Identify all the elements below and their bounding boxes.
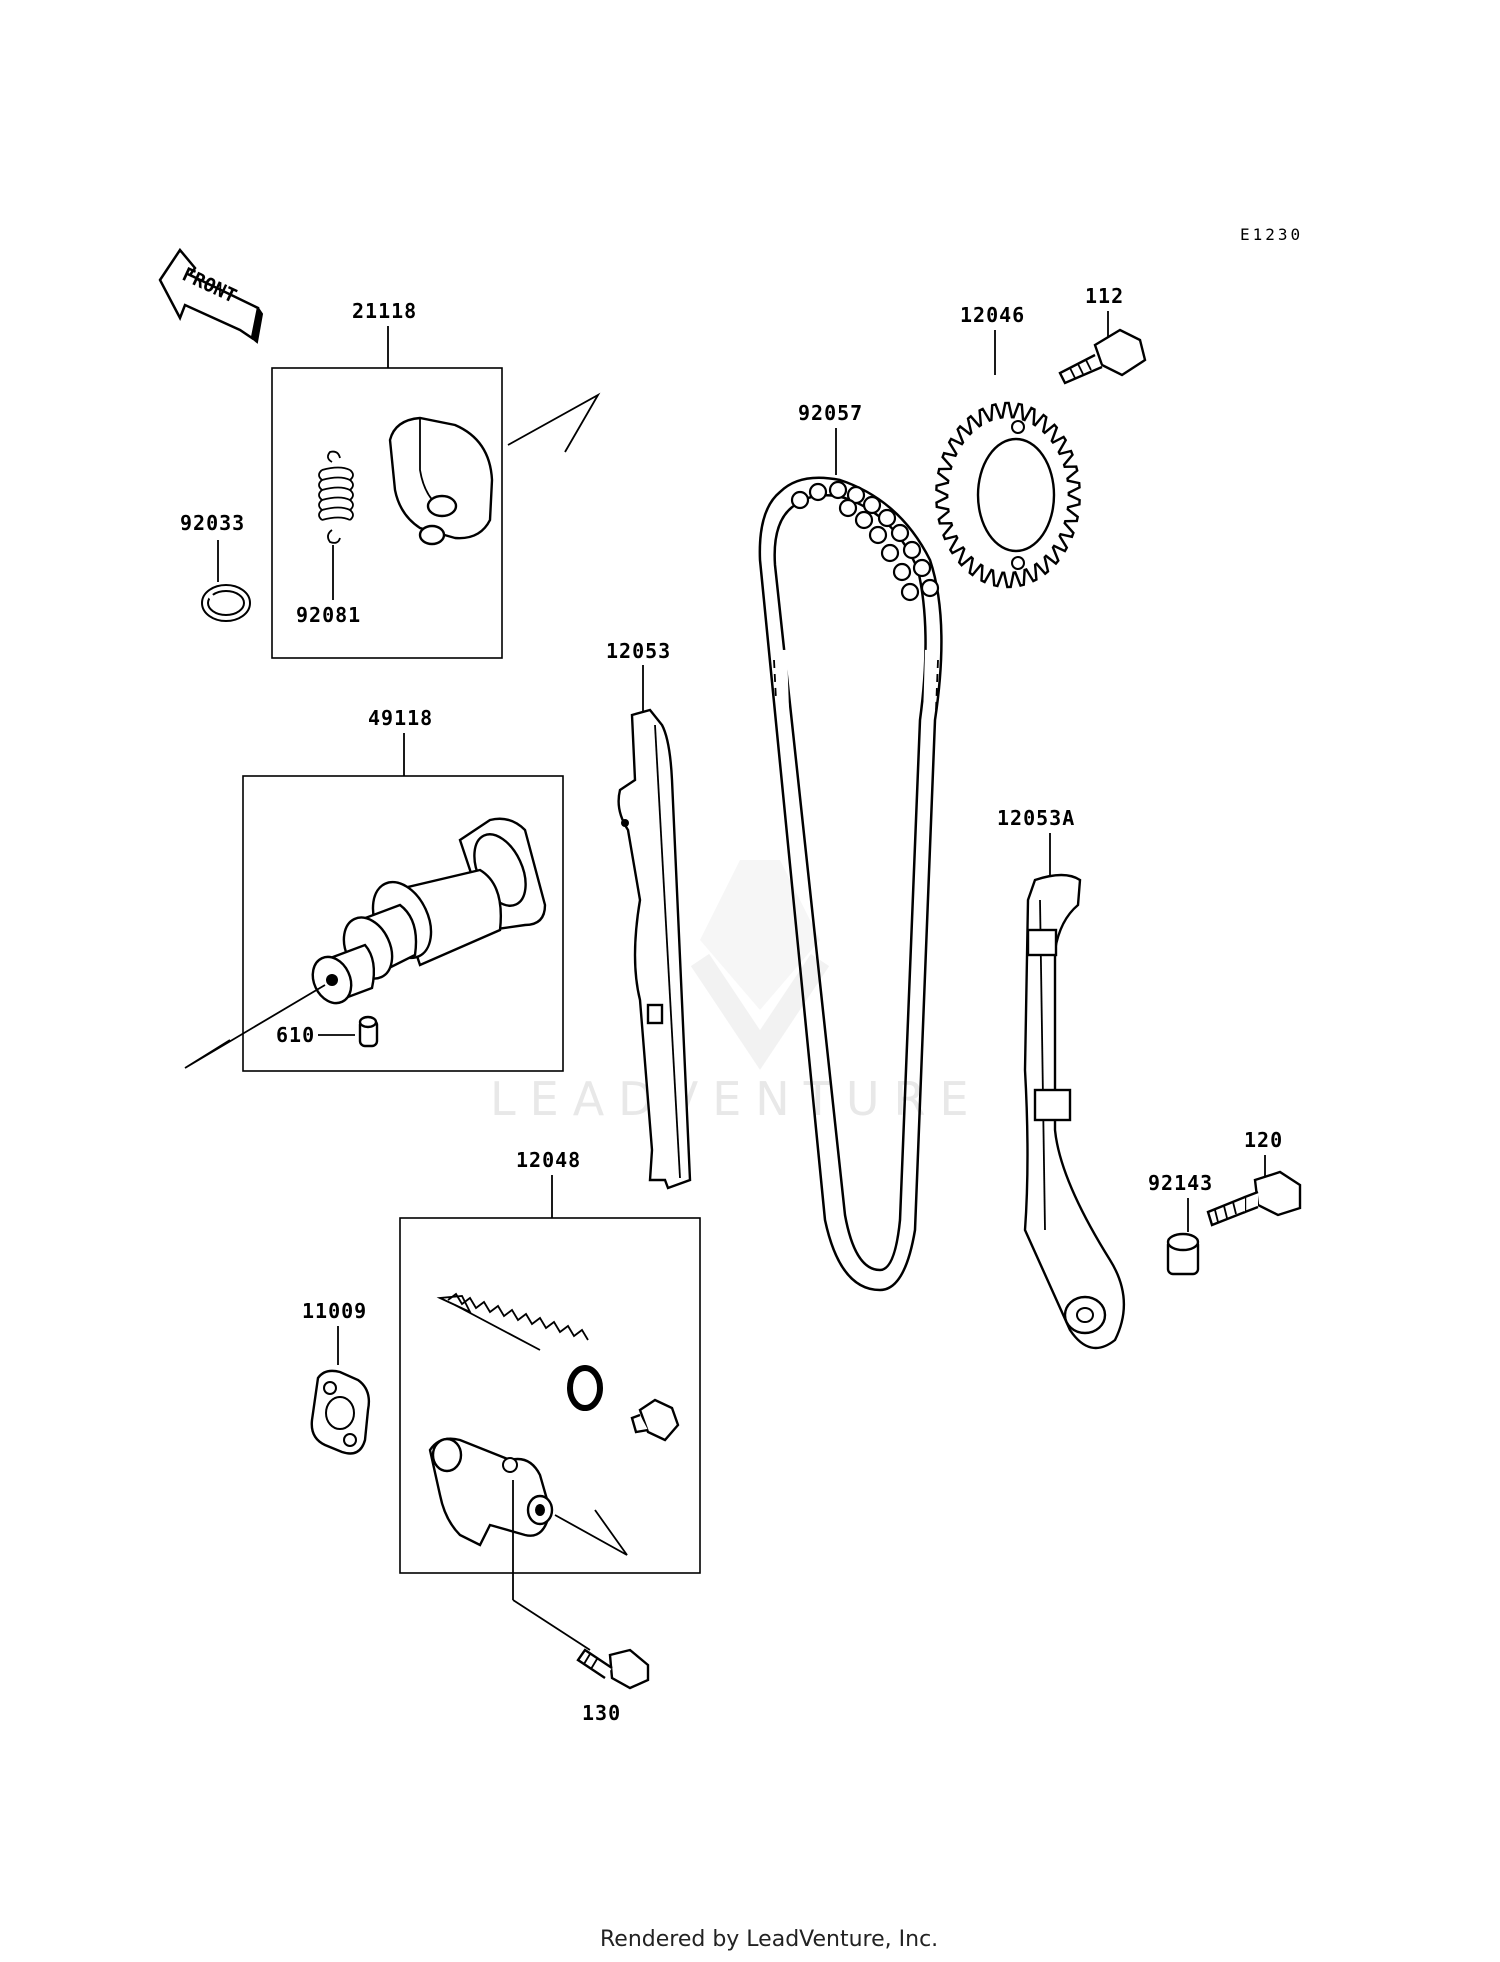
- part-label-610: 610: [276, 1023, 315, 1047]
- part-label-12053: 12053: [606, 639, 671, 663]
- gasket-11009: [310, 1369, 371, 1455]
- part-label-92033: 92033: [180, 511, 245, 535]
- cam-chain-92057: [758, 476, 943, 1292]
- part-label-92081: 92081: [296, 603, 361, 627]
- watermark-logo: [690, 860, 830, 1070]
- circlip-92033: [201, 584, 251, 622]
- part-label-120: 120: [1244, 1128, 1283, 1152]
- cap-bolt: [630, 1398, 680, 1442]
- diagram-code: E1230: [1240, 225, 1303, 244]
- spring-92081: [318, 450, 354, 544]
- group-box-49118: [242, 775, 564, 1072]
- footer-credit: Rendered by LeadVenture, Inc.: [600, 1927, 938, 1952]
- collar-92143: [1166, 1232, 1200, 1276]
- cam-sprocket-12046: [935, 401, 1081, 589]
- part-label-130: 130: [582, 1701, 621, 1725]
- dowel-pin-610: [358, 1015, 379, 1048]
- part-label-21118: 21118: [352, 299, 417, 323]
- decompressor-weight: [388, 416, 494, 546]
- part-label-12046: 12046: [960, 303, 1025, 327]
- chain-guide-12053A: [1023, 873, 1125, 1350]
- watermark-text: LEADVENTURE: [490, 1072, 983, 1126]
- camshaft-49118: [311, 817, 547, 1005]
- group-box-12048: [399, 1217, 701, 1574]
- front-arrow-icon: FRONT: [158, 247, 264, 344]
- tensioner-body: [428, 1437, 554, 1547]
- tensioner-spring: [436, 1292, 589, 1351]
- bolt-112: [1058, 328, 1147, 385]
- sprocket-bolt-hole: [1011, 420, 1025, 434]
- washer: [567, 1365, 603, 1411]
- sprocket-bolt-hole: [1011, 556, 1025, 570]
- bolt-120: [1206, 1170, 1302, 1227]
- part-label-92057: 92057: [798, 401, 863, 425]
- part-label-92143: 92143: [1148, 1171, 1213, 1195]
- bolt-130: [576, 1648, 650, 1690]
- part-label-11009: 11009: [302, 1299, 367, 1323]
- part-label-49118: 49118: [368, 706, 433, 730]
- part-label-112: 112: [1085, 284, 1124, 308]
- sprocket-hub: [976, 437, 1056, 553]
- group-box-21118: [271, 367, 503, 659]
- part-label-12053A: 12053A: [997, 806, 1075, 830]
- chain-guide-12053: [617, 708, 692, 1190]
- part-label-12048: 12048: [516, 1148, 581, 1172]
